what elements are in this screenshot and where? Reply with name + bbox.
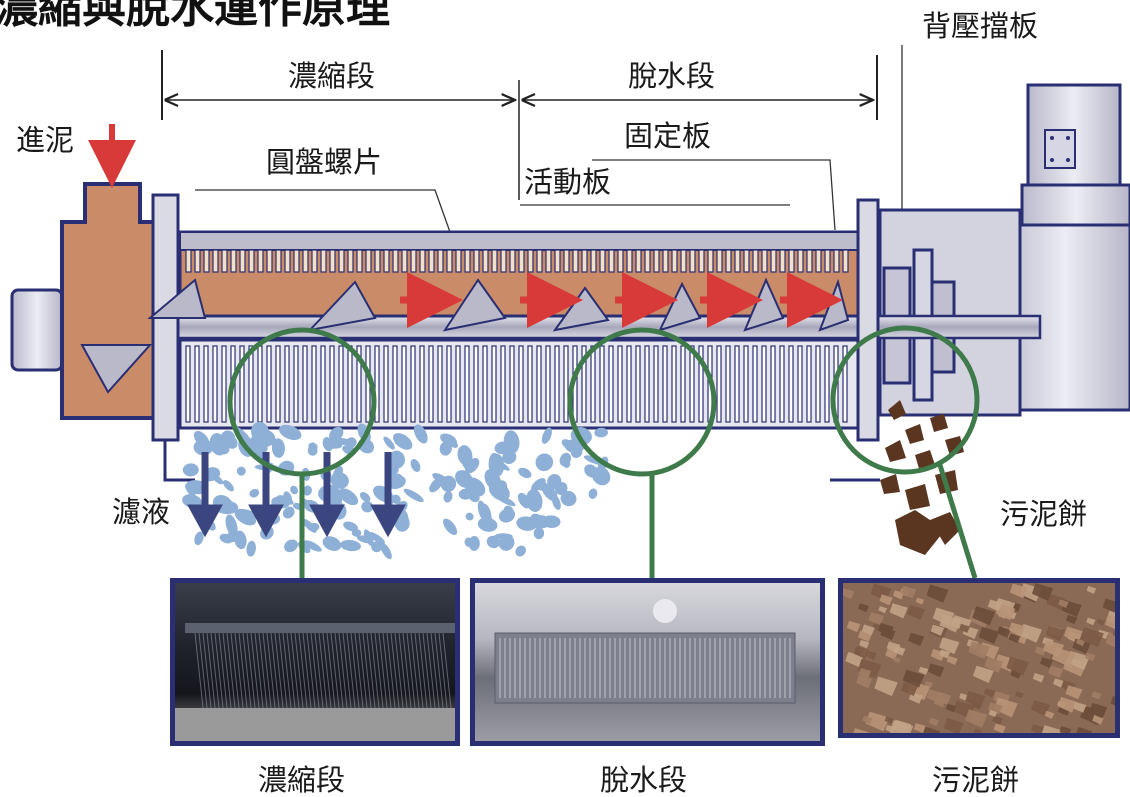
thickening-photo-caption: 濃縮段 [258, 763, 346, 797]
fixed-plate-top [179, 231, 861, 251]
shaft-bearing [10, 288, 64, 372]
page-title: 濃縮與脫水運作原理 [0, 0, 390, 33]
filtrate-arrows [187, 452, 406, 538]
screw-disc-label: 圓盤螺片 [266, 145, 383, 179]
zoom-circles [227, 325, 980, 579]
sludge-inlet-label: 進泥 [16, 123, 75, 157]
back-pressure-plate [882, 248, 956, 402]
screw-shaft [38, 314, 1042, 340]
fixed-plate-slots [185, 345, 848, 423]
thickening-zone-label: 濃縮段 [288, 59, 376, 93]
dewatering-zone-label: 脫水段 [628, 59, 716, 93]
zone-dimension-lines [161, 50, 878, 200]
sludge-cake-label: 污泥餅 [1000, 497, 1088, 531]
moving-plate-label: 活動板 [524, 165, 612, 199]
dewatering-zone-photo [470, 578, 825, 746]
filtrate-label: 濾液 [112, 495, 171, 529]
outlet-flange [856, 198, 880, 442]
fixed-plate-label: 固定板 [624, 119, 712, 153]
sludge-cake-pieces [880, 400, 964, 555]
dewatering-photo-caption: 脫水段 [600, 763, 688, 797]
sludge-cake-photo [838, 578, 1120, 738]
drive-motor [878, 83, 1130, 417]
sludge-cake-photo-caption: 污泥餅 [932, 763, 1020, 797]
thickening-zone-photo [170, 578, 460, 746]
back-pressure-plate-label: 背壓擋板 [922, 9, 1039, 43]
filtrate-droplets [182, 421, 611, 560]
